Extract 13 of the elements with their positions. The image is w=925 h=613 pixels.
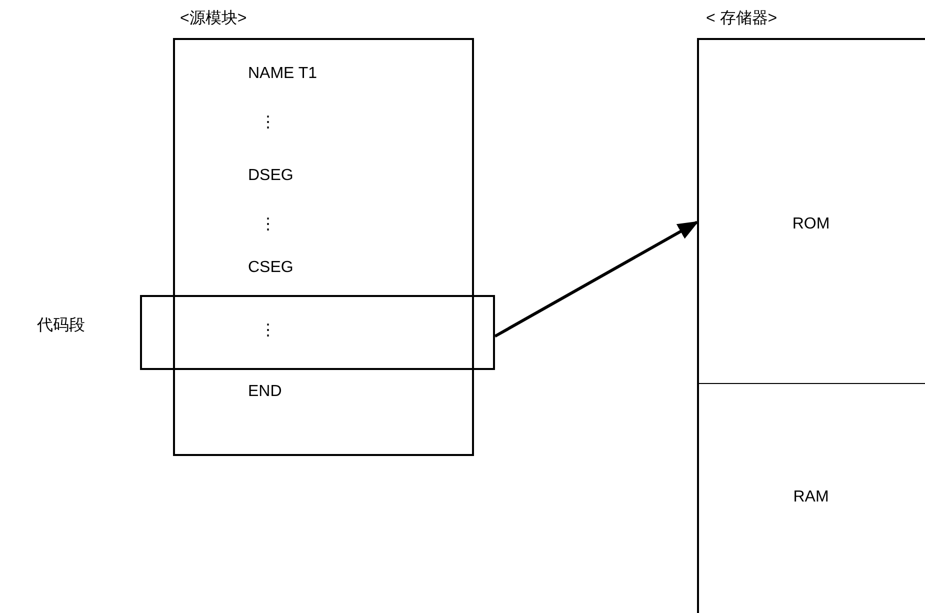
block-heading: < 存储器>: [706, 9, 778, 28]
memory-label: RAM: [793, 487, 829, 507]
ellipsis: ⋮: [260, 113, 276, 132]
code-line: CSEG: [248, 258, 294, 278]
side-label: 代码段: [37, 316, 85, 336]
arrow: [494, 220, 699, 338]
block-heading: <源模块>: [180, 9, 247, 28]
code-line: DSEG: [248, 166, 294, 186]
ellipsis: ⋮: [260, 321, 276, 340]
memory-label: ROM: [792, 214, 830, 234]
code-line: END: [248, 382, 282, 402]
ellipsis: ⋮: [260, 215, 276, 234]
code-line: NAME T1: [248, 64, 318, 84]
